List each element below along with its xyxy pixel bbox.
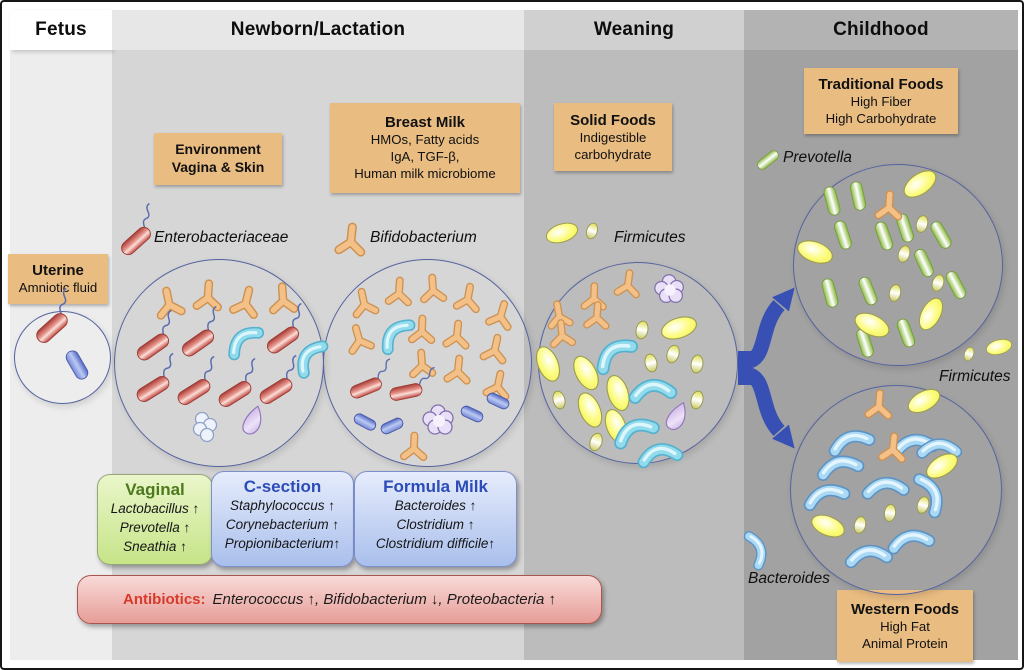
stage-header-weaning: Weaning [524,10,744,50]
solid-foods-line-1: Indigestible [579,129,647,145]
breast-milk-box: Breast Milk HMOs, Fatty acids IgA, TGF-β… [330,103,520,193]
c-section-item: Propionibacterium↑ [224,535,341,551]
firmicutes-weaning-label: Firmicutes [614,229,686,246]
bifidobacterium-label: Bifidobacterium [370,229,477,246]
c-section-item: Staphylococcus ↑ [229,498,336,513]
newborn-vaginal-circle [114,259,324,467]
stage-header-newborn: Newborn/Lactation [112,10,524,50]
vaginal-item: Sneathia ↑ [123,538,187,554]
prevotella-label: Prevotella [783,149,852,166]
weaning-circle [538,262,738,464]
traditional-foods-title: Traditional Foods [818,75,944,93]
stage-header-fetus: Fetus [10,10,112,50]
western-foods-box: Western Foods High Fat Animal Protein [837,590,973,662]
formula-milk-panel: Formula Milk Bacteroides ↑ Clostridium ↑… [354,471,517,567]
vaginal-panel-title: Vaginal [125,480,185,499]
vaginal-item: Prevotella ↑ [119,519,191,535]
c-section-item: Corynebacterium ↑ [225,516,340,532]
c-section-panel: C-section Staphylococcus ↑ Corynebacteri… [211,471,354,567]
solid-foods-line-2: carbohydrate [574,146,652,162]
c-section-panel-title: C-section [243,477,322,496]
fetus-circle [14,311,111,404]
traditional-foods-line-2: High Carbohydrate [825,110,937,126]
breast-milk-line-3: Human milk microbiome [354,166,496,182]
environment-line-2: Vagina & Skin [171,159,265,175]
bacteroides-label: Bacteroides [748,570,830,587]
solid-foods-title: Solid Foods [570,111,656,129]
stage-header-childhood: Childhood [744,10,1018,50]
formula-milk-item: Bacteroides ↑ [394,498,477,513]
traditional-foods-line-1: High Fiber [850,93,912,109]
traditional-foods-box: Traditional Foods High Fiber High Carboh… [804,68,958,134]
vaginal-item: Lactobacillus ↑ [110,501,200,516]
environment-line-1: Environment [175,141,261,158]
western-foods-line-1: High Fat [880,618,930,634]
childhood-traditional-circle [793,164,1003,366]
antibiotics-label: Antibiotics: [123,591,206,608]
breast-milk-title: Breast Milk [384,114,466,132]
vaginal-panel: Vaginal Lactobacillus ↑ Prevotella ↑ Sne… [97,474,213,565]
solid-foods-box: Solid Foods Indigestible carbohydrate [554,103,672,171]
western-foods-title: Western Foods [850,600,960,618]
enterobacteriaceae-label: Enterobacteriaceae [154,229,289,246]
formula-milk-item: Clostridium difficile↑ [375,535,496,551]
formula-milk-panel-title: Formula Milk [383,477,488,496]
uterine-line: Amniotic fluid [18,280,98,296]
uterine-box: Uterine Amniotic fluid [8,254,108,304]
newborn-breastmilk-circle [323,259,532,467]
breast-milk-line-2: IgA, TGF-β, [390,149,460,165]
uterine-title: Uterine [32,261,84,279]
antibiotics-text: Enterococcus ↑, Bifidobacterium ↓, Prote… [212,591,557,608]
western-foods-line-2: Animal Protein [862,635,948,651]
formula-milk-item: Clostridium ↑ [396,516,475,532]
antibiotics-panel: Antibiotics: Enterococcus ↑, Bifidobacte… [77,575,602,624]
childhood-western-circle [790,385,1002,595]
breast-milk-line-1: HMOs, Fatty acids [370,132,480,148]
firmicutes-childhood-label: Firmicutes [939,368,1011,385]
environment-box: Environment Vagina & Skin [154,133,282,185]
